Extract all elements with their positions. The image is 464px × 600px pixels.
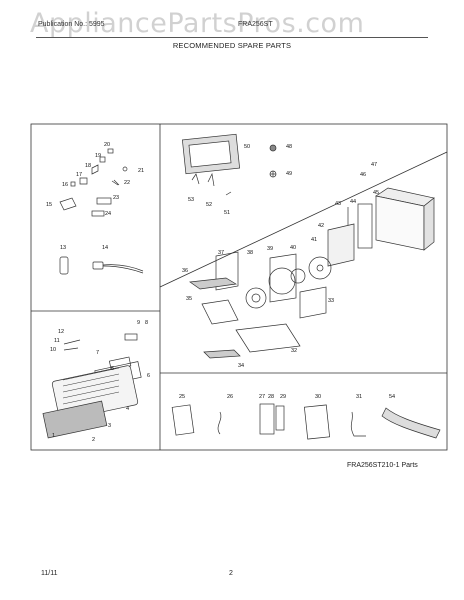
page-subtitle: RECOMMENDED SPARE PARTS [172,41,292,50]
part-label: 8 [145,320,148,326]
revision-date: 11/11 [41,570,58,577]
part-label: 15 [46,202,52,208]
part-label: 35 [186,296,192,302]
part-label: 40 [290,245,296,251]
part-label: 17 [76,172,82,178]
part-label: 10 [50,347,56,353]
part-label: 53 [188,197,194,203]
page-number: 2 [229,570,233,577]
part-label: 18 [85,163,91,169]
part-label: 37 [218,250,224,256]
model-number: FRA256ST [238,21,273,28]
part-label: 12 [58,329,64,335]
part-label: 9 [137,320,140,326]
diagram-frame [30,123,448,451]
part-label: 29 [280,394,286,400]
header-rule [36,37,428,38]
part-label: 49 [286,171,292,177]
part-label: 50 [244,144,250,150]
part-label: 42 [318,223,324,229]
part-label: 3 [108,423,111,429]
header: Publication No.: 5995 FRA256ST [38,21,426,32]
watermark: AppliancePartsPros.com [30,8,365,39]
part-label: 30 [315,394,321,400]
part-label: 1 [52,433,55,439]
part-label: 11 [54,338,60,344]
part-label: 5 [111,366,114,372]
part-label: 24 [105,211,111,217]
parts-group-cabinet [189,187,435,359]
part-label: 52 [206,202,212,208]
part-label: 23 [113,195,119,201]
part-label: 33 [328,298,334,304]
part-label: 48 [286,144,292,150]
part-label: 54 [389,394,395,400]
part-label: 45 [373,190,379,196]
part-list-caption: FRA256ST210-1 Parts [347,462,418,469]
part-label: 28 [268,394,274,400]
part-label: 39 [267,246,273,252]
part-label: 13 [60,245,66,251]
part-label: 26 [227,394,233,400]
part-label: 20 [104,142,110,148]
part-label: 31 [356,394,362,400]
part-label: 21 [138,168,144,174]
part-label: 2 [92,437,95,443]
part-label: 34 [238,363,244,369]
part-number-labels: 20 19 18 17 16 15 21 22 23 24 13 14 12 1… [46,142,395,443]
part-label: 27 [259,394,265,400]
parts-group-front-grille [42,333,142,439]
part-label: 25 [179,394,185,400]
part-label: 22 [124,180,130,186]
part-label: 41 [311,237,317,243]
part-label: 7 [96,350,99,356]
parts-group-electrical [171,403,441,440]
part-label: 4 [126,406,129,412]
parts-group-panel [181,133,277,196]
part-label: 43 [335,201,341,207]
part-label: 32 [291,348,297,354]
part-label: 47 [371,162,377,168]
part-label: 6 [147,373,150,379]
part-label: 38 [247,250,253,256]
part-label: 36 [182,268,188,274]
part-label: 44 [350,199,356,205]
part-label: 16 [62,182,68,188]
parts-group-controls [59,148,144,275]
divider-diagonal [159,151,448,288]
part-label: 51 [224,210,230,216]
part-label: 19 [95,153,101,159]
part-label: 14 [102,245,108,251]
part-label: 46 [360,172,366,178]
publication-number: Publication No.: 5995 [38,21,105,28]
